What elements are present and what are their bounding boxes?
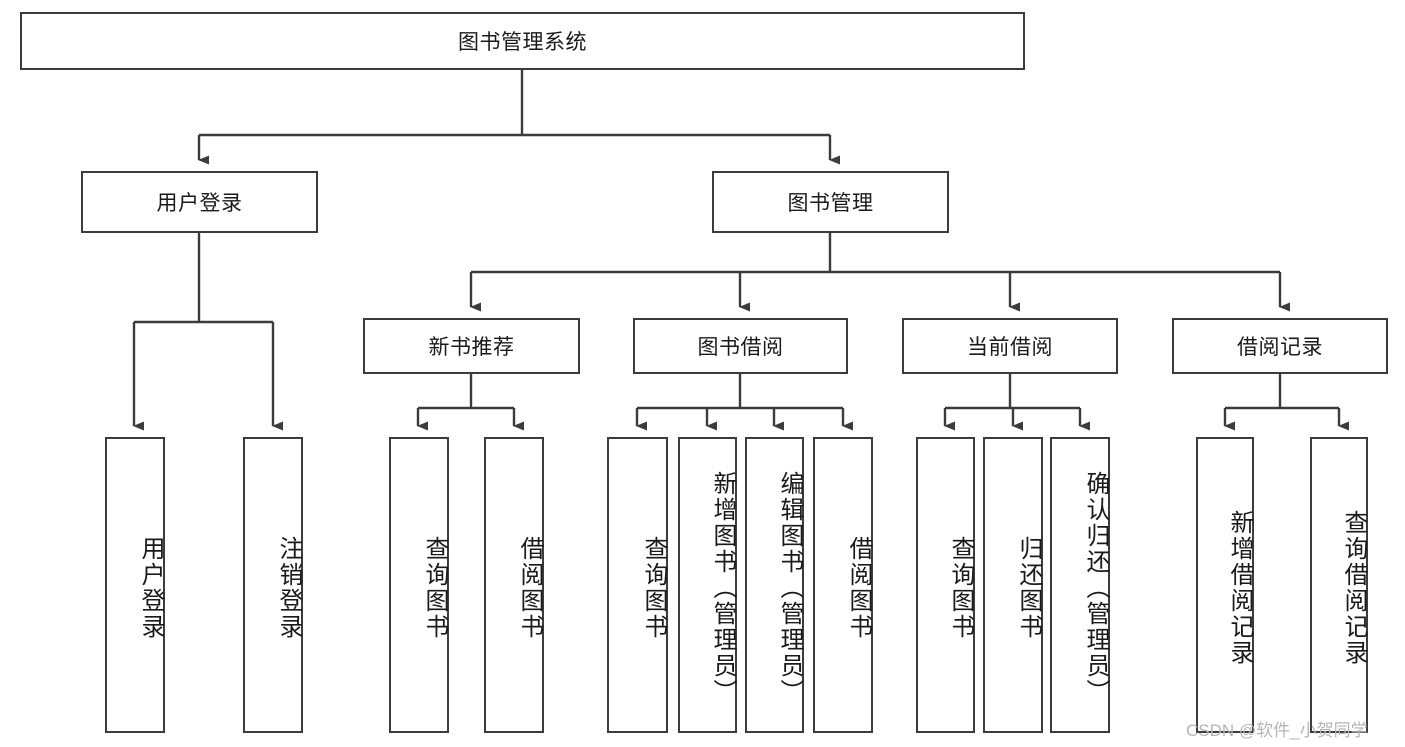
node-current-borrow[interactable]: 当前借阅	[902, 318, 1118, 374]
node-borrow-record-label: 借阅记录	[1237, 336, 1323, 359]
leaf-borrow-book[interactable]: 借阅图书	[813, 437, 873, 733]
leaf-query-book-borrow[interactable]: 查询图书	[607, 437, 668, 733]
node-book-management[interactable]: 图书管理	[712, 171, 949, 233]
leaf-query-book-newbook[interactable]: 查询图书	[389, 437, 449, 733]
leaf-return-book-label: 归还图书	[1015, 536, 1042, 640]
leaf-confirm-return-admin[interactable]: 确认归还（管理员）	[1050, 437, 1110, 733]
leaf-query-book-newbook-label: 查询图书	[421, 536, 448, 640]
leaf-edit-book-admin[interactable]: 编辑图书（管理员）	[745, 437, 804, 733]
leaf-add-book-admin[interactable]: 新增图书（管理员）	[678, 437, 737, 733]
node-book-borrow[interactable]: 图书借阅	[633, 318, 848, 374]
leaf-borrow-book-label: 借阅图书	[845, 536, 872, 640]
leaf-query-book-borrow-label: 查询图书	[640, 536, 667, 640]
leaf-confirm-return-admin-label: 确认归还（管理员）	[1082, 471, 1109, 705]
leaf-logout[interactable]: 注销登录	[243, 437, 303, 733]
leaf-add-borrow-record[interactable]: 新增借阅记录	[1196, 437, 1254, 733]
node-new-book-recommend-label: 新书推荐	[428, 336, 515, 359]
leaf-query-borrow-record[interactable]: 查询借阅记录	[1310, 437, 1368, 733]
leaf-edit-book-admin-label: 编辑图书（管理员）	[776, 471, 803, 705]
leaf-query-book-current[interactable]: 查询图书	[916, 437, 975, 733]
node-root-label: 图书管理系统	[458, 31, 587, 54]
leaf-user-login[interactable]: 用户登录	[105, 437, 165, 733]
node-book-borrow-label: 图书借阅	[697, 336, 784, 359]
node-user-login-label: 用户登录	[156, 192, 243, 215]
leaf-user-login-label: 用户登录	[137, 536, 164, 640]
leaf-query-borrow-record-label: 查询借阅记录	[1340, 510, 1367, 666]
leaf-add-book-admin-label: 新增图书（管理员）	[709, 471, 736, 705]
node-root[interactable]: 图书管理系统	[20, 12, 1025, 70]
node-user-login[interactable]: 用户登录	[81, 171, 318, 233]
leaf-borrow-book-newbook-label: 借阅图书	[516, 536, 543, 640]
node-new-book-recommend[interactable]: 新书推荐	[363, 318, 580, 374]
node-book-management-label: 图书管理	[787, 192, 874, 215]
leaf-borrow-book-newbook[interactable]: 借阅图书	[484, 437, 544, 733]
leaf-add-borrow-record-label: 新增借阅记录	[1226, 510, 1253, 666]
node-borrow-record[interactable]: 借阅记录	[1172, 318, 1388, 374]
leaf-logout-label: 注销登录	[275, 536, 302, 640]
node-current-borrow-label: 当前借阅	[967, 336, 1053, 359]
leaf-query-book-current-label: 查询图书	[947, 536, 974, 640]
leaf-return-book[interactable]: 归还图书	[983, 437, 1043, 733]
